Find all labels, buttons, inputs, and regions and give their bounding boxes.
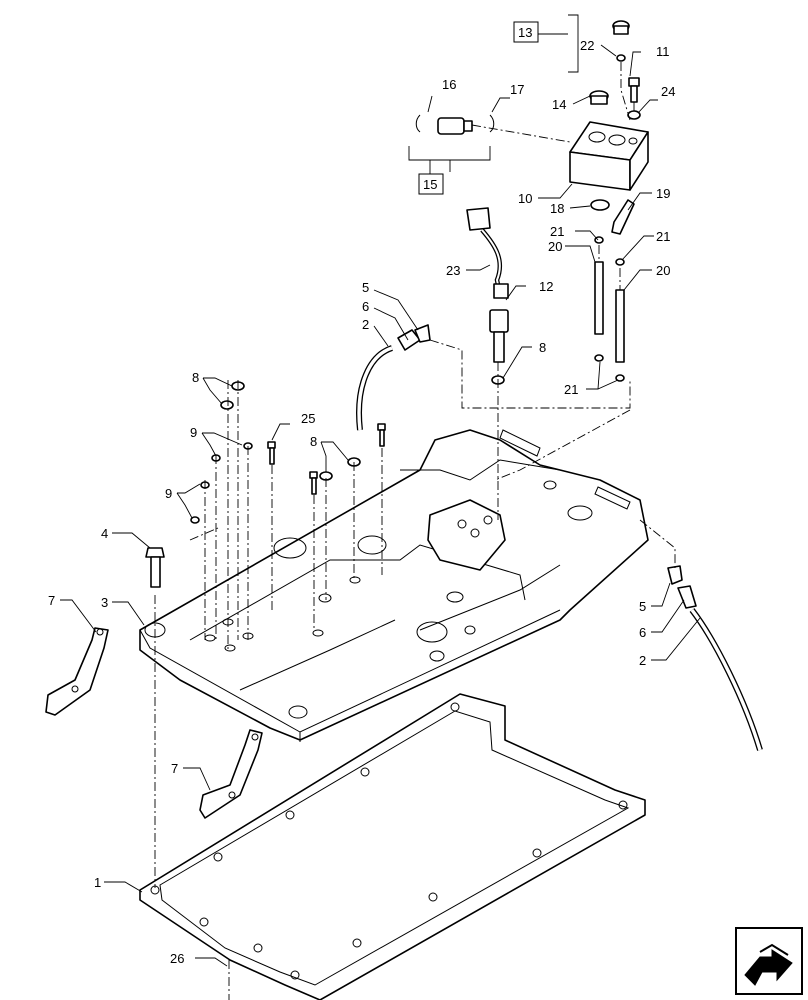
bolt-4 [145,547,165,588]
hose-left [356,324,431,431]
callout-8-mid: 8 [310,434,317,449]
callout-10: 10 [518,191,532,206]
callout-3: 3 [101,595,108,610]
rings-21 [594,236,625,382]
callout-25: 25 [301,411,315,426]
center-lines [154,62,676,1000]
seal-19 [611,199,635,235]
plug-22 [612,20,630,35]
seal-18 [590,199,610,211]
callout-18: 18 [550,201,564,216]
harness-23 [466,207,509,299]
callout-8-right: 8 [539,340,546,355]
callout-1: 1 [94,875,101,890]
valve-block [569,121,649,191]
callout-22: 22 [580,38,594,53]
callout-16: 16 [442,77,456,92]
callout-7-right: 7 [171,761,178,776]
callout-17: 17 [510,82,524,97]
callout-8-left: 8 [192,370,199,385]
tube-20-left [594,261,604,335]
callout-15: 15 [423,177,437,192]
callout-26: 26 [170,951,184,966]
callout-23: 23 [446,263,460,278]
gasket [139,693,646,1000]
leader-lines [60,14,701,967]
sensor-12 [489,309,509,363]
callout-21-lower: 21 [564,382,578,397]
bolts-25 [267,423,386,495]
callout-11: 11 [656,44,670,59]
valve-plate [139,429,649,742]
callout-2-right: 2 [639,653,646,668]
callout-21-upper-right: 21 [656,229,670,244]
washer-22 [616,54,626,62]
callout-4: 4 [101,526,108,541]
callout-24: 24 [661,84,675,99]
callout-5-left: 5 [362,280,369,295]
callout-13: 13 [518,25,532,40]
hose-right [667,565,763,751]
callout-20-right: 20 [656,263,670,278]
callout-box-13: 13 [513,21,539,43]
callout-5-right: 5 [639,599,646,614]
callout-19: 19 [656,186,670,201]
callout-12: 12 [539,279,553,294]
bracket-right [199,729,263,819]
callout-9-lower: 9 [165,486,172,501]
callout-21-upper-left: 21 [550,224,564,239]
callout-2-left: 2 [362,317,369,332]
callout-6-left: 6 [362,299,369,314]
callout-6-right: 6 [639,625,646,640]
tube-20-right [615,289,625,363]
callout-9-upper: 9 [190,425,197,440]
next-page-arrow-icon[interactable] [735,927,803,995]
callout-20-left: 20 [548,239,562,254]
callout-labels: 1 2 2 3 4 5 5 6 6 7 7 8 8 8 9 9 10 11 12… [48,38,675,966]
pressure-switch-15 [415,114,495,135]
plug-14 [589,90,609,105]
callout-14: 14 [552,97,566,112]
bracket-left [45,627,109,716]
callout-box-15: 15 [418,173,444,195]
bolt-11 [628,77,640,103]
callout-7-left: 7 [48,593,55,608]
